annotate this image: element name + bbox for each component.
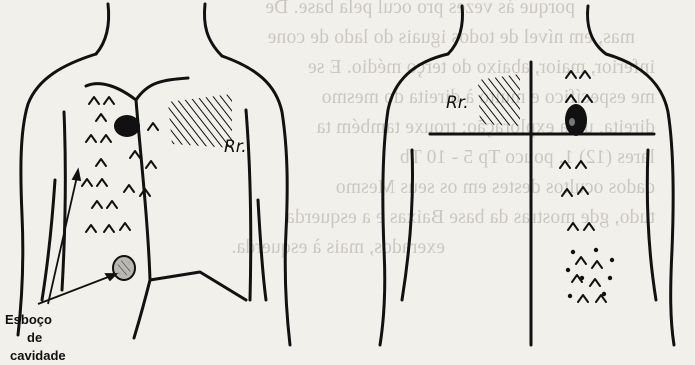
cavity-caption: Esboço de cavidade [5, 312, 66, 363]
cavity-hatch [117, 260, 131, 276]
rr-label-back: Rr. [446, 93, 469, 113]
hatched-area-back [478, 74, 520, 126]
caption-line: cavidade [10, 348, 66, 363]
caption-line: de [27, 330, 42, 345]
back-torso-outline [380, 6, 674, 345]
lesion-dark-back [565, 104, 587, 136]
dot-marks-back [566, 248, 614, 298]
caption-line: Esboço [5, 312, 52, 327]
rr-label-front: Rr. [224, 137, 247, 157]
front-torso-outline [18, 4, 290, 345]
rale-marks-back [560, 71, 606, 302]
hatched-area [168, 94, 232, 148]
lesion-dark [114, 115, 140, 137]
lesion-highlight [569, 118, 575, 126]
